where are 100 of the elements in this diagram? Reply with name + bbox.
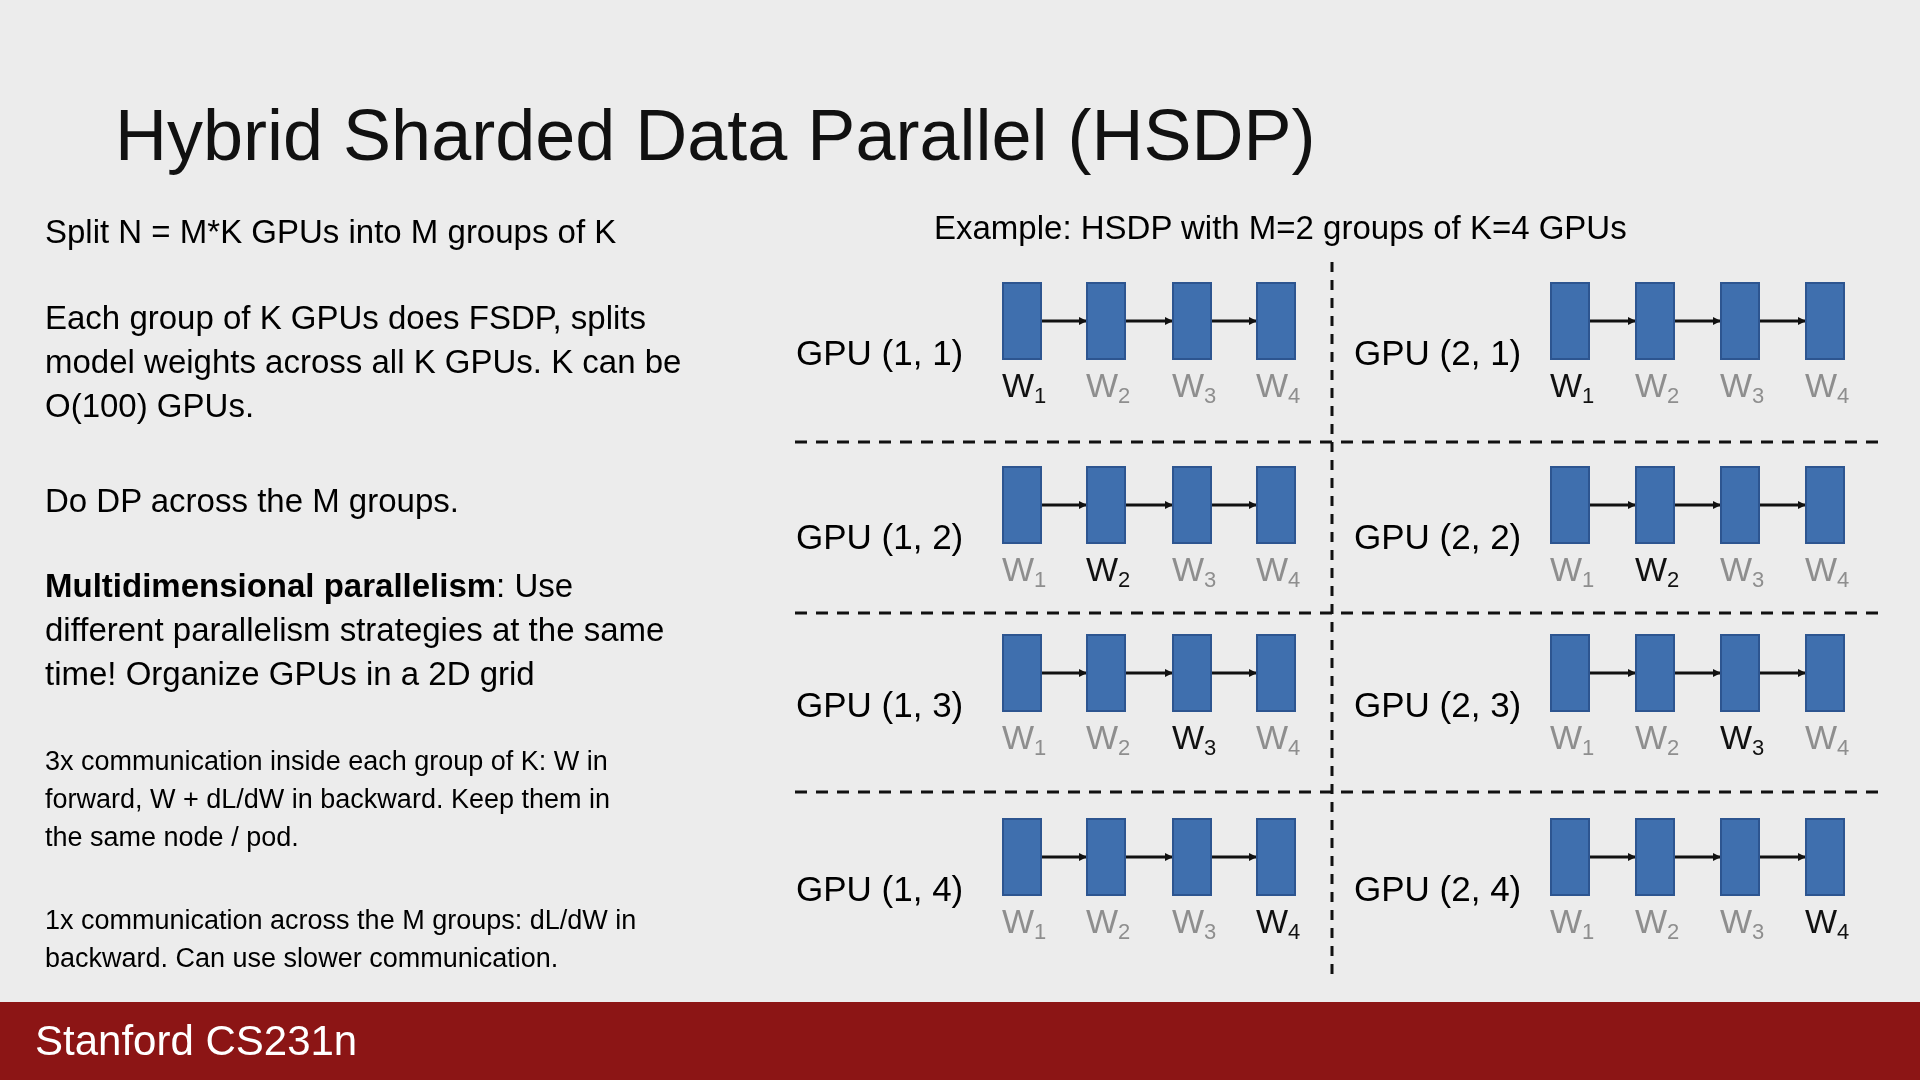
weight-label: W$_{1}$: [1002, 550, 1047, 588]
arrow: [1675, 853, 1721, 861]
arrow: [1042, 317, 1087, 325]
weight-shard-box: [1172, 282, 1212, 360]
arrow: [1126, 669, 1173, 677]
arrow: [1042, 853, 1087, 861]
arrow: [1675, 317, 1721, 325]
arrow: [1760, 317, 1806, 325]
arrow: [1126, 317, 1173, 325]
weight-shard-box: [1086, 634, 1126, 712]
weight-shard-box: [1550, 466, 1590, 544]
weight-label: W$_{4}$: [1805, 718, 1850, 756]
arrow: [1212, 853, 1257, 861]
weight-label: W$_{3}$: [1172, 718, 1217, 756]
gpu-label: GPU (2, 2): [1354, 517, 1522, 557]
weight-shard-box: [1805, 282, 1845, 360]
weight-label: W$_{1}$: [1550, 366, 1595, 404]
weight-shard-box: [1086, 818, 1126, 896]
weight-shard-box: [1635, 634, 1675, 712]
weight-label: W$_{2}$: [1635, 550, 1680, 588]
weight-label: W$_{4}$: [1805, 550, 1850, 588]
weight-shard-box: [1550, 634, 1590, 712]
arrow: [1760, 501, 1806, 509]
weight-label: W$_{3}$: [1172, 902, 1217, 940]
arrow: [1126, 501, 1173, 509]
weight-label: W$_{4}$: [1256, 366, 1301, 404]
weight-label: W$_{4}$: [1256, 718, 1301, 756]
body-text: Each group of K GPUs does FSDP, splits model weights across all K GPUs. K can be O(100) GPUs.: [45, 298, 683, 426]
gpu-label: GPU (1, 1): [796, 333, 964, 373]
weight-label: W$_{2}$: [1086, 550, 1131, 588]
weight-label: W$_{1}$: [1002, 718, 1047, 756]
weight-label: W$_{4}$: [1805, 902, 1850, 940]
weight-label: W$_{3}$: [1720, 366, 1765, 404]
weight-label: W$_{2}$: [1086, 902, 1131, 940]
example-heading: Example: HSDP with M=2 groups of K=4 GPUs: [934, 208, 1627, 248]
weight-shard-box: [1086, 466, 1126, 544]
weight-shard-box: [1256, 466, 1296, 544]
weight-shard-box: [1086, 282, 1126, 360]
body-text: 3x communication inside each group of K: W in forward, W + dL/dW in backward. Keep them in the same node / pod.: [45, 745, 611, 854]
weight-shard-box: [1720, 282, 1760, 360]
arrow: [1212, 669, 1257, 677]
weight-shard-box: [1550, 818, 1590, 896]
arrow: [1212, 501, 1257, 509]
weight-label: W$_{3}$: [1720, 902, 1765, 940]
weight-label: W$_{1}$: [1002, 902, 1047, 940]
arrow: [1590, 669, 1636, 677]
weight-shard-box: [1805, 634, 1845, 712]
weight-label: W$_{3}$: [1172, 550, 1217, 588]
weight-label: W$_{2}$: [1635, 902, 1680, 940]
weight-label: W$_{1}$: [1002, 366, 1047, 404]
weight-shard-box: [1002, 466, 1042, 544]
gpu-label: GPU (1, 4): [796, 869, 964, 909]
weight-shard-box: [1550, 282, 1590, 360]
weight-shard-box: [1720, 634, 1760, 712]
arrow: [1760, 669, 1806, 677]
arrow: [1590, 853, 1636, 861]
arrow: [1675, 501, 1721, 509]
weight-label: W$_{1}$: [1550, 902, 1595, 940]
arrow: [1590, 501, 1636, 509]
arrow: [1760, 853, 1806, 861]
weight-shard-box: [1635, 818, 1675, 896]
gpu-label: GPU (2, 1): [1354, 333, 1522, 373]
weight-shard-box: [1805, 818, 1845, 896]
weight-shard-box: [1172, 634, 1212, 712]
gpu-label: GPU (1, 3): [796, 685, 964, 725]
arrow: [1590, 317, 1636, 325]
weight-label: W$_{2}$: [1635, 718, 1680, 756]
weight-label: W$_{3}$: [1172, 366, 1217, 404]
body-text: Split N = M*K GPUs into M groups of K: [45, 212, 618, 252]
arrow: [1126, 853, 1173, 861]
weight-shard-box: [1720, 466, 1760, 544]
arrow: [1675, 669, 1721, 677]
arrow: [1212, 317, 1257, 325]
weight-shard-box: [1172, 818, 1212, 896]
weight-label: W$_{1}$: [1550, 550, 1595, 588]
weight-shard-box: [1256, 634, 1296, 712]
arrow: [1042, 669, 1087, 677]
weight-shard-box: [1635, 282, 1675, 360]
weight-label: W$_{2}$: [1086, 718, 1131, 756]
weight-shard-box: [1002, 634, 1042, 712]
weight-label: W$_{3}$: [1720, 550, 1765, 588]
weight-shard-box: [1002, 818, 1042, 896]
footer-text: Stanford CS231n: [35, 1016, 358, 1066]
weight-label: W$_{3}$: [1720, 718, 1765, 756]
weight-label: W$_{4}$: [1805, 366, 1850, 404]
weight-shard-box: [1805, 466, 1845, 544]
weight-shard-box: [1256, 282, 1296, 360]
weight-shard-box: [1256, 818, 1296, 896]
body-text: 1x communication across the M groups: dL/dW in backward. Can use slower communication.: [45, 904, 638, 975]
weight-shard-box: [1720, 818, 1760, 896]
gpu-label: GPU (1, 2): [796, 517, 964, 557]
body-text: Multidimensional parallelism: Use different parallelism strategies at the same time! Organize GPUs in a 2D grid: [45, 566, 666, 694]
weight-label: W$_{4}$: [1256, 550, 1301, 588]
gpu-label: GPU (2, 4): [1354, 869, 1522, 909]
weight-label: W$_{2}$: [1086, 366, 1131, 404]
gpu-label: GPU (2, 3): [1354, 685, 1522, 725]
weight-shard-box: [1002, 282, 1042, 360]
slide-title: Hybrid Sharded Data Parallel (HSDP): [115, 94, 1316, 177]
weight-shard-box: [1172, 466, 1212, 544]
arrow: [1042, 501, 1087, 509]
